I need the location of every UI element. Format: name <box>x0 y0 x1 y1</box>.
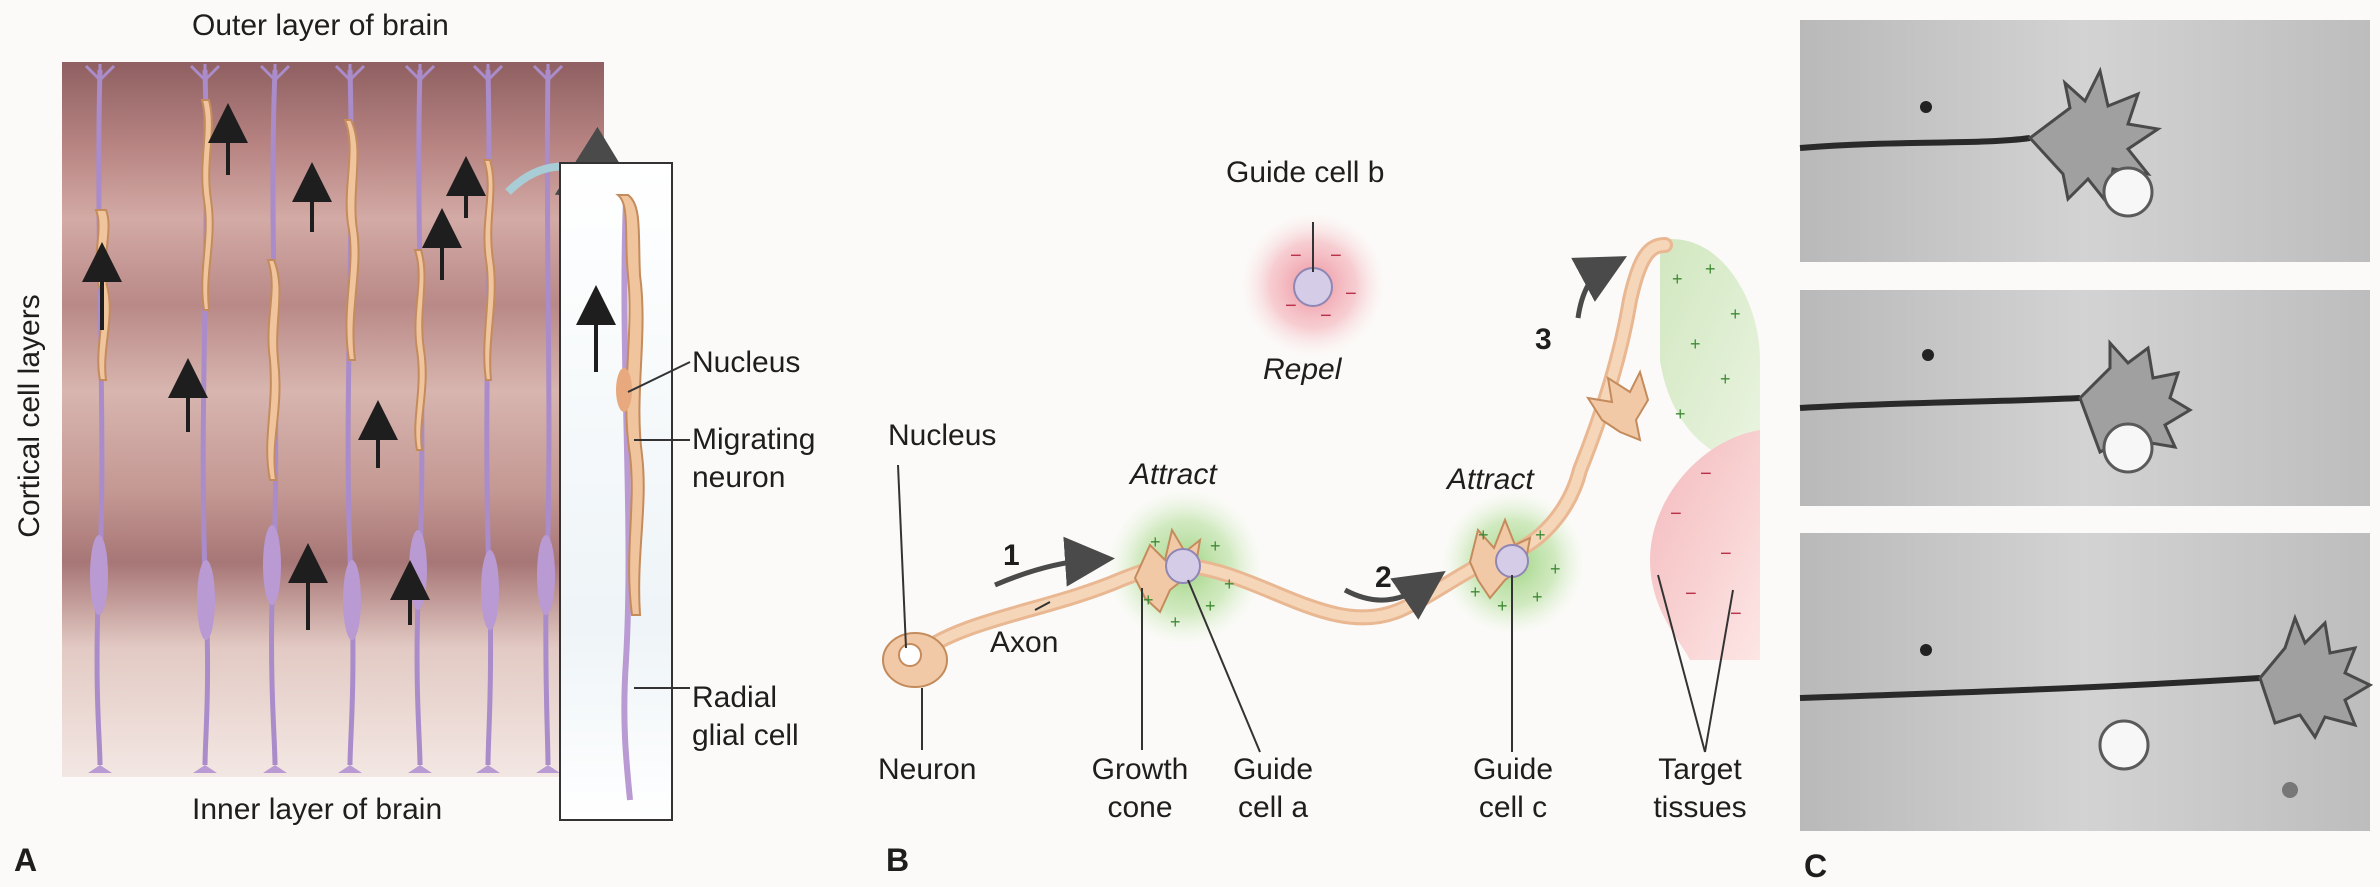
guide-cell-a-label-1: Guide <box>1218 752 1328 788</box>
svg-text:+: + <box>1535 525 1546 545</box>
svg-text:+: + <box>1720 369 1731 389</box>
svg-text:+: + <box>1210 536 1221 556</box>
svg-text:−: − <box>1290 245 1302 267</box>
axon-label: Axon <box>990 625 1058 661</box>
step-1-label: 1 <box>1003 538 1020 574</box>
svg-text:+: + <box>1170 612 1181 632</box>
svg-text:+: + <box>1705 259 1716 279</box>
micrograph-2 <box>1800 290 2370 506</box>
inner-layer-label: Inner layer of brain <box>192 792 442 828</box>
nucleus-label-b: Nucleus <box>888 418 996 454</box>
attract-signs: +++ +++ +++ +++ +++ +++ <box>1143 259 1741 632</box>
svg-text:+: + <box>1470 582 1481 602</box>
panel-c-letter: C <box>1804 848 1827 885</box>
neuron-nucleus <box>899 644 921 666</box>
svg-text:−: − <box>1345 283 1357 305</box>
svg-text:+: + <box>1690 334 1701 354</box>
svg-text:+: + <box>1550 559 1561 579</box>
svg-text:+: + <box>1143 590 1154 610</box>
growth-cone-label-2: cone <box>1075 790 1205 826</box>
guide-cell-b-label: Guide cell b <box>1226 155 1384 191</box>
target-tissues-label-1: Target <box>1635 752 1765 788</box>
svg-text:+: + <box>1730 304 1741 324</box>
svg-text:−: − <box>1730 603 1742 625</box>
svg-text:−: − <box>1320 305 1332 327</box>
guide-cell-c-label-1: Guide <box>1458 752 1568 788</box>
svg-text:+: + <box>1672 269 1683 289</box>
outer-layer-label: Outer layer of brain <box>192 8 449 44</box>
guide-cell-a-label-2: cell a <box>1218 790 1328 826</box>
svg-text:−: − <box>1285 295 1297 317</box>
attract-c-label: Attract <box>1447 462 1534 498</box>
svg-text:−: − <box>1670 503 1682 525</box>
radial-callout-1: Radial <box>692 680 777 716</box>
cortical-layers-label: Cortical cell layers <box>12 266 48 566</box>
radial-callout-2: glial cell <box>692 718 799 754</box>
attract-a-label: Attract <box>1130 457 1217 493</box>
svg-text:+: + <box>1150 532 1161 552</box>
svg-text:+: + <box>1532 587 1543 607</box>
target-tissues-label-2: tissues <box>1635 790 1765 826</box>
step-3-label: 3 <box>1535 322 1552 358</box>
guide-cell-a <box>1166 549 1200 583</box>
micrograph-3 <box>1800 533 2370 831</box>
svg-text:−: − <box>1720 543 1732 565</box>
migrating-callout-2: neuron <box>692 460 785 496</box>
guide-cell-c-label-2: cell c <box>1458 790 1568 826</box>
svg-text:+: + <box>1675 404 1686 424</box>
svg-text:+: + <box>1224 574 1235 594</box>
repel-label: Repel <box>1263 352 1341 388</box>
step-2-label: 2 <box>1375 560 1392 596</box>
migrating-callout-1: Migrating <box>692 422 815 458</box>
inset-box <box>560 163 672 820</box>
svg-text:+: + <box>1205 596 1216 616</box>
brain-tissue <box>62 62 604 777</box>
nucleus-callout-a: Nucleus <box>692 345 800 381</box>
micrograph-1 <box>1800 20 2370 262</box>
svg-text:+: + <box>1478 525 1489 545</box>
panel-a-letter: A <box>14 842 37 879</box>
svg-text:−: − <box>1330 245 1342 267</box>
svg-text:−: − <box>1685 583 1697 605</box>
panel-b-letter: B <box>886 842 909 879</box>
svg-text:−: − <box>1700 463 1712 485</box>
neuron-label: Neuron <box>878 752 976 788</box>
guide-cell-b <box>1294 268 1332 306</box>
growth-cone-label-1: Growth <box>1075 752 1205 788</box>
inset-nucleus <box>616 368 632 412</box>
guide-cell-c <box>1496 545 1528 577</box>
svg-text:+: + <box>1497 596 1508 616</box>
